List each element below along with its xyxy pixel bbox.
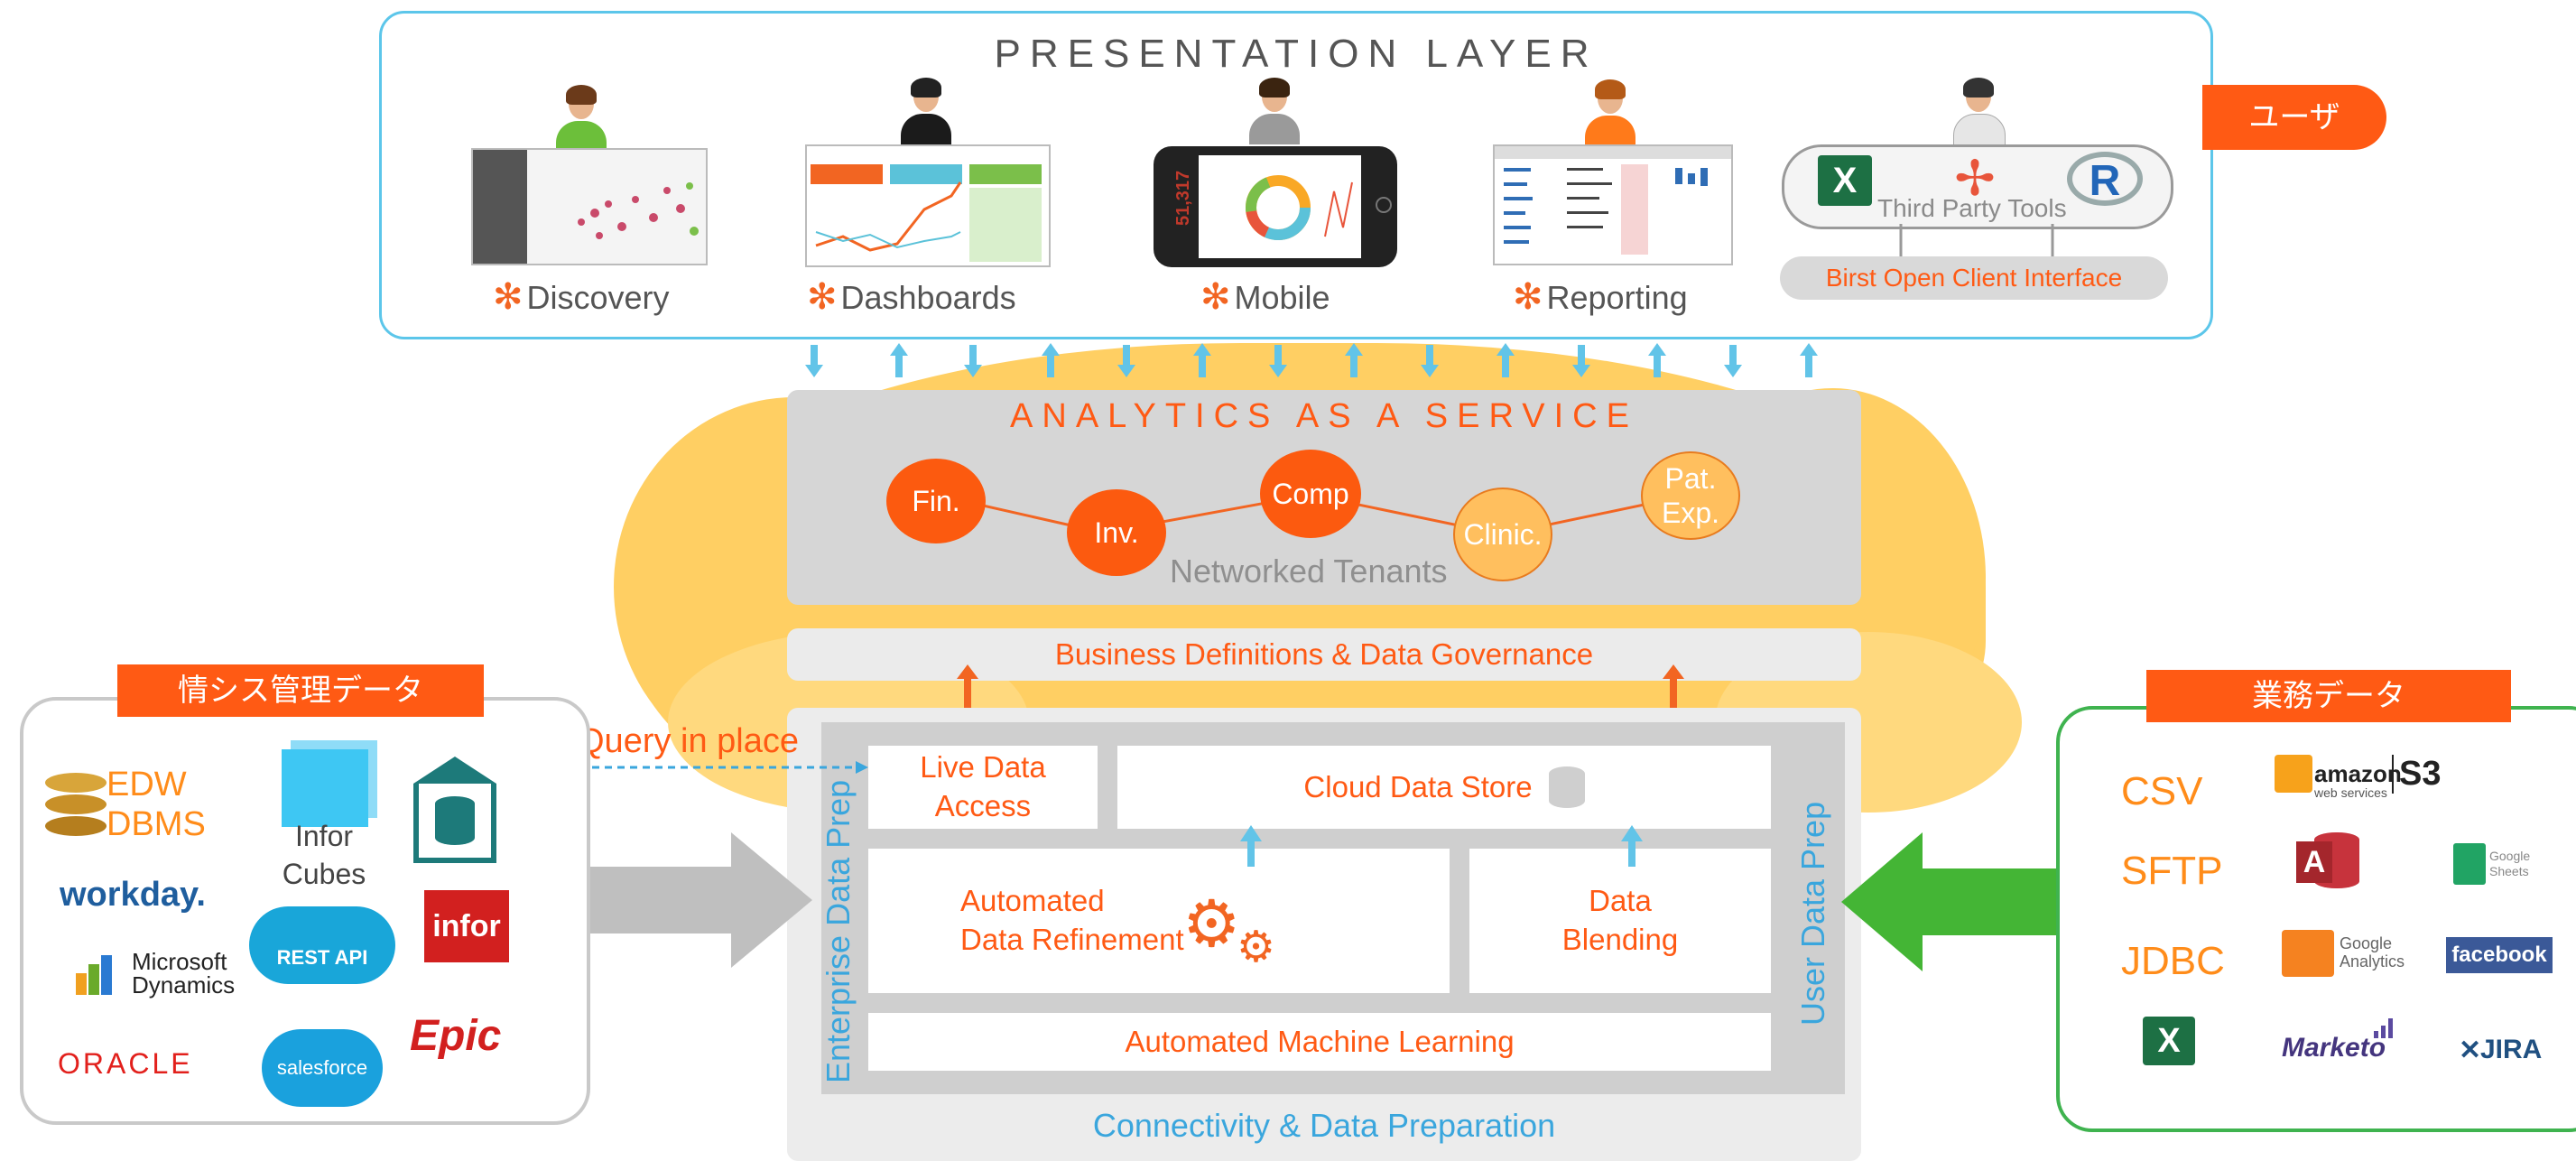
persona-third-party-icon [1953, 78, 2006, 146]
infor-cubes-label: Infor Cubes [282, 820, 366, 890]
tenant-fin[interactable]: Fin. [886, 459, 986, 543]
access-db-icon: A [2296, 832, 2361, 892]
excel-icon: X [1818, 155, 1872, 206]
infor-logo: infor [424, 890, 509, 962]
birst-logo-icon: ✻ [1200, 277, 1231, 317]
user-tag: ユーザ [2202, 85, 2386, 150]
governance-arrows [957, 664, 1684, 733]
query-in-place-label: Query in place [578, 722, 800, 760]
third-party-tools-label: Third Party Tools [1877, 194, 2067, 222]
infor-cubes-icon [282, 749, 368, 827]
mobile-screen [1199, 155, 1361, 258]
google-sheets-icon [2453, 843, 2486, 885]
marketo-logo: Marketo [2282, 1033, 2386, 1063]
phone-home-button-icon [1376, 197, 1392, 213]
it-managed-data-tag: 情シス管理データ [117, 664, 484, 717]
automated-data-refinement-box[interactable]: Automated Data Refinement [868, 849, 1450, 993]
birst-logo-icon: ✻ [1513, 277, 1543, 317]
presentation-title: PRESENTATION LAYER [994, 32, 1598, 76]
user-data-prep-label: User Data Prep [1794, 801, 1831, 1026]
dashboards-label[interactable]: ✻Dashboards [807, 277, 1016, 317]
connectivity-label: Connectivity & Data Preparation [1092, 1107, 1556, 1144]
marketo-bars-icon [2374, 1018, 2394, 1038]
google-sheets-label: Google Sheets [2489, 849, 2531, 878]
rest-api-label: REST API [276, 946, 368, 969]
gears-icon: ⚙ [1182, 888, 1241, 961]
google-analytics-icon [2282, 930, 2334, 977]
report-thumbnail-icon [1495, 146, 1731, 255]
dashboards-screenshot [805, 144, 1051, 267]
jira-icon: ✕ [2459, 1036, 2482, 1065]
database-stack-icon [45, 773, 107, 838]
business-data-tag: 業務データ [2146, 670, 2511, 722]
dynamics-label: Dynamics [132, 971, 236, 998]
live-data-access-box[interactable]: Live Data Access [868, 746, 1098, 829]
reporting-label[interactable]: ✻Reporting [1513, 277, 1688, 317]
oracle-logo: ORACLE [58, 1047, 193, 1080]
jira-logo: JIRA [2480, 1035, 2543, 1064]
machine-learning-box[interactable]: Automated Machine Learning [868, 1013, 1771, 1071]
excel-source-icon: X [2143, 1017, 2195, 1065]
aaas-title: ANALYTICS AS A SERVICE [1010, 397, 1638, 435]
r-language-icon: R [2067, 152, 2143, 206]
salesforce-label: salesforce [276, 1056, 368, 1079]
amazon-label: amazon [2314, 760, 2402, 787]
csv-label: CSV [2121, 769, 2203, 813]
persona-reporting-icon [1585, 79, 1635, 146]
enterprise-data-prep-label: Enterprise Data Prep [820, 779, 857, 1083]
workday-logo: workday. [60, 876, 206, 914]
birst-logo-icon: ✻ [493, 277, 524, 317]
reporting-screenshot [1493, 144, 1733, 265]
microsoft-label: Microsoft [132, 948, 227, 975]
persona-discovery-icon [556, 85, 607, 152]
left-input-arrow [587, 832, 812, 968]
cloud-data-store-box[interactable]: Cloud Data Store [1117, 746, 1771, 829]
tenant-clinic[interactable]: Clinic. [1453, 488, 1552, 581]
dbms-label: DBMS [107, 805, 206, 843]
dashboard-thumbnail-icon [811, 164, 1042, 262]
networked-tenants-label: Networked Tenants [1170, 553, 1448, 590]
persona-mobile-icon [1249, 78, 1300, 144]
epic-logo: Epic [410, 1012, 502, 1060]
data-blending-box[interactable]: Data Blending [1469, 849, 1771, 993]
birst-logo-icon: ✻ [807, 277, 838, 317]
refinement-up-arrows [1240, 825, 1643, 867]
birst-open-client-interface[interactable]: Birst Open Client Interface [1780, 256, 2168, 300]
aws-logo-icon [2275, 755, 2312, 793]
scatter-thumbnail-icon [473, 150, 699, 264]
right-input-arrow [1841, 832, 2058, 971]
tenant-pat-exp[interactable]: Pat. Exp. [1641, 451, 1740, 540]
tenant-network-lines [934, 493, 1692, 536]
database-icon [1548, 766, 1585, 808]
salesforce-cloud-icon: salesforce [262, 1029, 383, 1107]
tenant-inv[interactable]: Inv. [1067, 489, 1166, 576]
discovery-label[interactable]: ✻Discovery [493, 277, 670, 317]
amazon-sub-label: web services [2314, 785, 2387, 800]
facebook-logo: facebook [2446, 937, 2553, 973]
discovery-screenshot [471, 148, 708, 265]
mobile-phone: 51,317 [1154, 146, 1397, 267]
tenant-comp[interactable]: Comp [1260, 450, 1361, 538]
gears-small-icon: ⚙ [1237, 924, 1276, 971]
rest-api-cloud-icon: REST API [249, 906, 395, 984]
third-party-connectors [1899, 224, 2054, 256]
presentation-arrows [805, 343, 1818, 377]
s3-label: S3 [2392, 755, 2441, 794]
jdbc-label: JDBC [2121, 939, 2225, 983]
tableau-icon: ✢ [1954, 152, 1996, 206]
microsoft-dynamics-icon [76, 953, 126, 995]
data-warehouse-icon [413, 757, 496, 863]
mobile-label[interactable]: ✻Mobile [1200, 277, 1330, 317]
google-analytics-label: Google Analytics [2340, 934, 2405, 971]
persona-dashboards-icon [901, 78, 951, 144]
sftp-label: SFTP [2121, 849, 2223, 893]
donut-chart-thumbnail-icon [1246, 175, 1353, 240]
edw-label: EDW [107, 766, 187, 803]
